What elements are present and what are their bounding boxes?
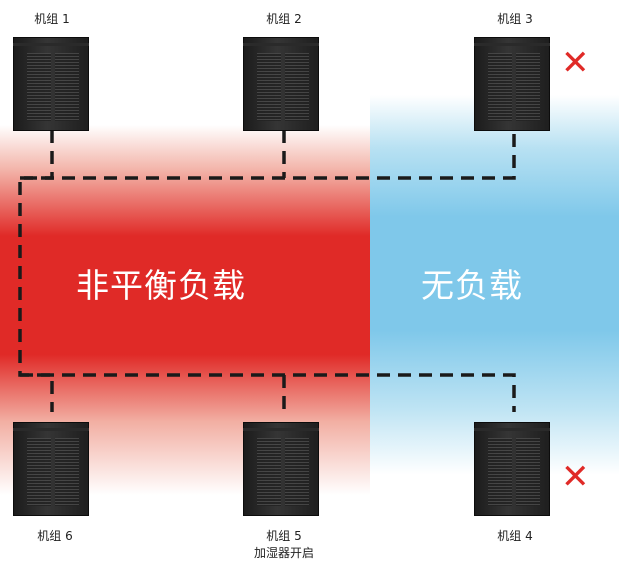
no-load-zone <box>370 95 619 475</box>
unit-1-cabinet <box>13 37 89 131</box>
unit-3-caption: 机组 3 <box>497 12 533 26</box>
unit-4-failed-icon: ✕ <box>561 457 590 497</box>
unit-2-cabinet <box>243 37 319 131</box>
unit-5-cabinet <box>243 422 319 516</box>
no-load-label: 无负载 <box>421 266 523 305</box>
lower-bus-line <box>20 373 516 412</box>
unit-6-cabinet <box>13 422 89 516</box>
unit-5-humidifier-note: 加湿器开启 <box>253 546 314 560</box>
unit-6-caption: 机组 6 <box>37 529 73 543</box>
unit-4-cabinet <box>474 422 550 516</box>
upper-link-line <box>18 130 54 412</box>
unit-3-cabinet <box>474 37 550 131</box>
unit-3-failed-icon: ✕ <box>561 43 590 83</box>
unit-2-caption: 机组 2 <box>266 12 302 26</box>
upper-bus-line <box>20 130 516 180</box>
unit-1-caption: 机组 1 <box>34 12 70 26</box>
unbalanced-load-label: 非平衡负载 <box>76 266 246 305</box>
unit-5-caption: 机组 5 <box>266 529 302 543</box>
unit-4-caption: 机组 4 <box>497 529 533 543</box>
